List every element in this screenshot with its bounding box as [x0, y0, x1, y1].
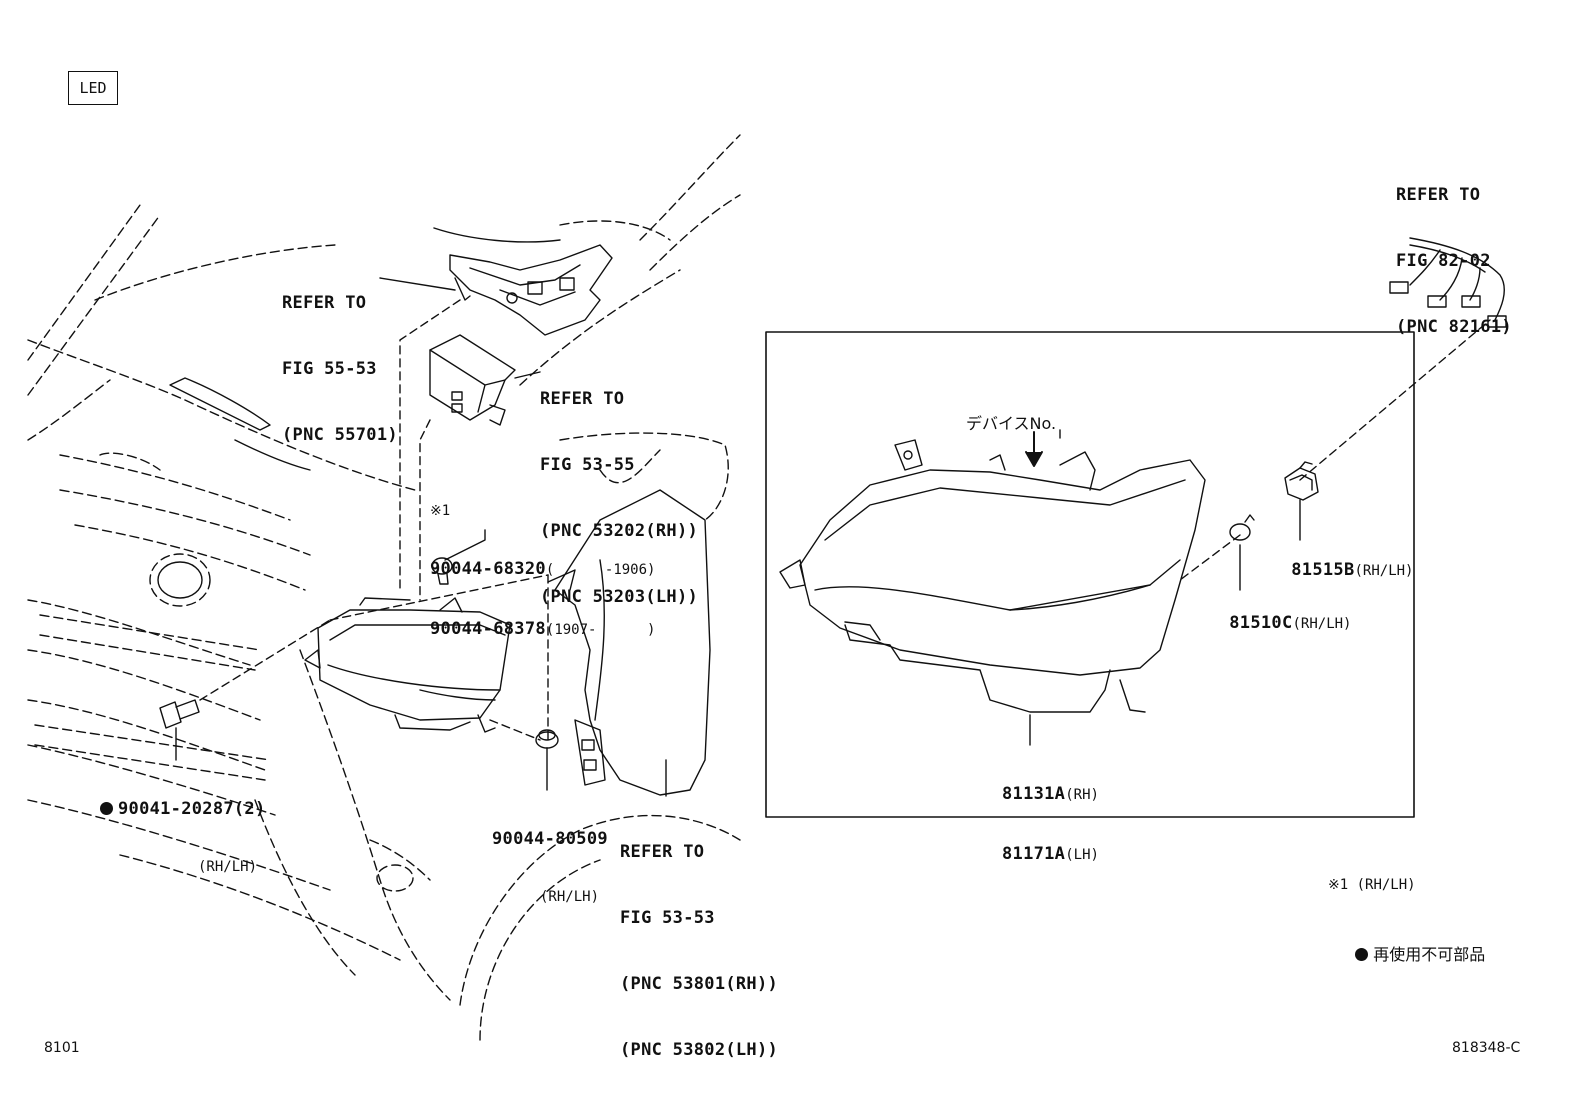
hood-hinge-drawing [433, 227, 613, 336]
ref-wiring-line-2: FIG 82-02 [1396, 251, 1491, 271]
headlamp-lh-part-number: 81171A [1002, 844, 1066, 864]
ref-wiring-label: REFER TO FIG 82-02 (PNC 82161) [1396, 140, 1512, 360]
hood-ridge [169, 377, 311, 471]
ref-hinge-line-1: REFER TO [282, 293, 367, 313]
ref-wiring-line-1: REFER TO [1396, 185, 1481, 205]
device-number-label: デバイスNo. [966, 414, 1057, 433]
socket-part-side: (RH/LH) [1354, 563, 1414, 579]
non-reusable-dot-icon [100, 802, 113, 815]
wiring-harness-drawing [1389, 237, 1507, 328]
bolt-part-number: 90041-20287(2) [118, 799, 266, 819]
bulb-part-number: 81510C [1229, 613, 1293, 633]
headlamp-small-drawing [304, 597, 511, 733]
ref-bracket-label: REFER TO FIG 53-55 (PNC 53202(RH)) (PNC … [540, 344, 698, 630]
legend-non-reusable: 再使用不可部品 [1336, 922, 1485, 965]
dashed-connectors [199, 299, 1491, 741]
clip-part-a: 90044-68320 [430, 559, 546, 579]
detail-frame [765, 331, 1415, 818]
device-arrow [1025, 431, 1043, 467]
ref-bracket-line-4: (PNC 53203(LH)) [540, 587, 699, 607]
nut-part-label: 90044-80509 (RH/LH) [492, 790, 608, 925]
clip-drawing [431, 557, 453, 585]
leader-lines [175, 277, 1301, 797]
bolt-drawing [159, 699, 200, 729]
ref-hinge-line-3: (PNC 55701) [282, 425, 398, 445]
nut-part-side: (RH/LH) [540, 889, 600, 905]
page-number-left: 8101 [44, 1040, 80, 1056]
legend-note-1: ※1 (RH/LH) [1328, 877, 1416, 893]
socket-drawing [1284, 461, 1319, 501]
clip-note-mark: ※1 [430, 503, 451, 519]
bulb-part-label: 81510C(RH/LH) [1210, 593, 1352, 634]
bulb-part-side: (RH/LH) [1292, 616, 1352, 632]
bulb-drawing [1229, 514, 1255, 541]
headlamp-part-label: 81131A(RH) 81171A(LH) [1002, 745, 1099, 884]
headlamp-lh-side: (LH) [1065, 847, 1099, 863]
headlamp-bracket-drawing [429, 334, 516, 426]
vehicle-body-outline [27, 134, 741, 1041]
ref-bracket-line-1: REFER TO [540, 389, 625, 409]
emblem-outline [149, 553, 211, 607]
nut-part-number: 90044-80509 [492, 829, 608, 849]
bolt-part-side: (RH/LH) [198, 859, 258, 875]
headlamp-rh-part-number: 81131A [1002, 784, 1066, 804]
clip-part-label: ※1 90044-68320( -1906) 90044-68378(1907-… [430, 464, 655, 659]
led-badge: LED [68, 71, 118, 105]
ref-fender-line-2: FIG 53-53 [620, 908, 715, 928]
ref-hinge-line-2: FIG 55-53 [282, 359, 377, 379]
ref-hinge-label: REFER TO FIG 55-53 (PNC 55701) [282, 248, 398, 468]
fender-panel-drawing [547, 489, 711, 796]
ref-fender-line-3: (PNC 53801(RH)) [620, 974, 779, 994]
ref-bracket-line-3: (PNC 53202(RH)) [540, 521, 699, 541]
ref-bracket-line-2: FIG 53-55 [540, 455, 635, 475]
legend-dot-icon [1355, 948, 1369, 961]
headlamp-rh-side: (RH) [1065, 787, 1099, 803]
headlamp-large-drawing [779, 439, 1206, 713]
clip-part-a-range: ( -1906) [545, 562, 656, 578]
page-number-right: 818348-C [1452, 1040, 1521, 1056]
ref-fender-label: REFER TO FIG 53-53 (PNC 53801(RH)) (PNC … [620, 797, 778, 1083]
socket-part-label: 81515B(RH/LH) [1272, 540, 1414, 581]
bolt-part-label: 90041-20287(2) (RH/LH) [100, 760, 266, 895]
ref-wiring-line-3: (PNC 82161) [1396, 317, 1512, 337]
ref-fender-line-1: REFER TO [620, 842, 705, 862]
ref-fender-line-4: (PNC 53802(LH)) [620, 1040, 779, 1060]
clip-part-b: 90044-68378 [430, 619, 546, 639]
clip-part-b-range: (1907- ) [545, 622, 656, 638]
socket-part-number: 81515B [1291, 560, 1355, 580]
legend-dot-text: 再使用不可部品 [1373, 945, 1486, 964]
